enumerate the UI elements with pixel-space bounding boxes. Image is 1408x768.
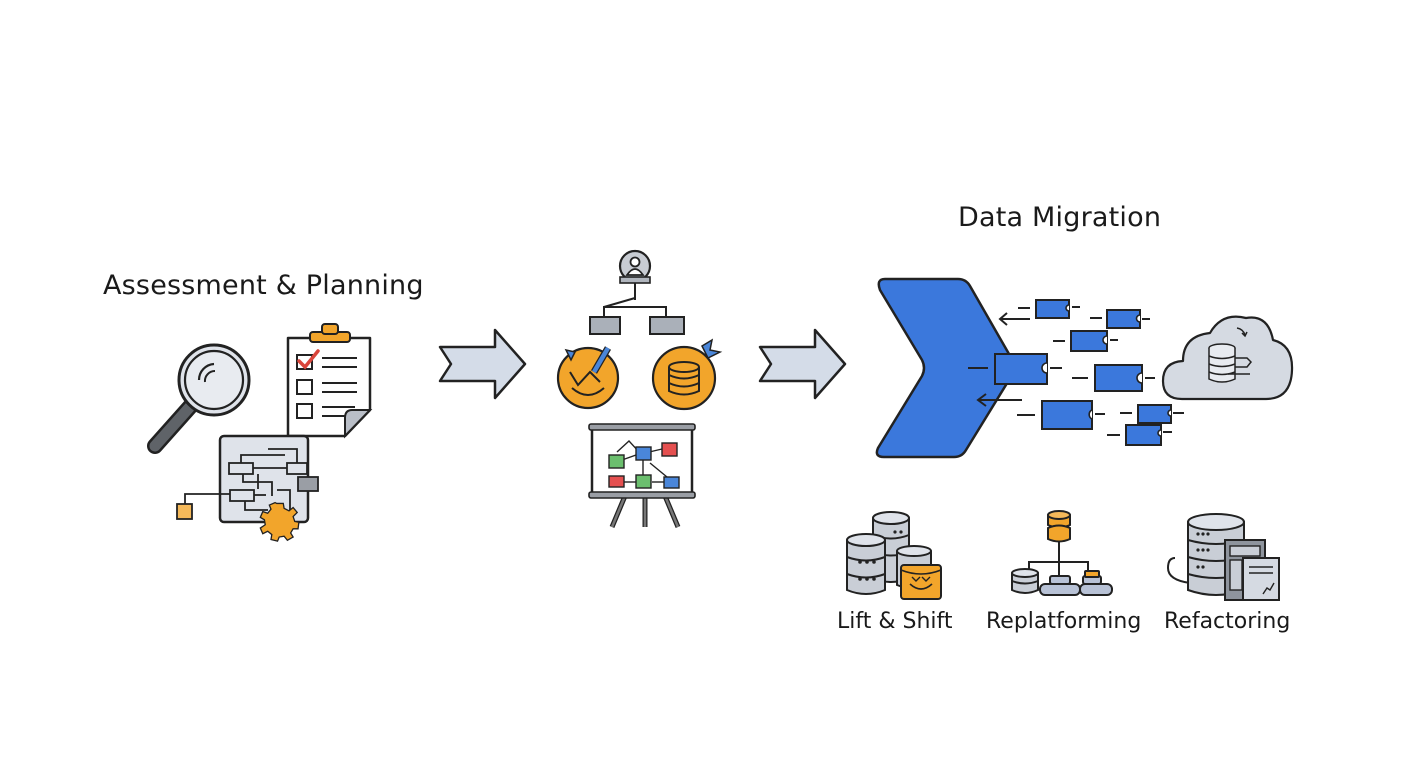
orange-target-icon [556,346,620,410]
presentation-board-icon [588,423,696,528]
flow-arrow-2 [758,328,847,400]
data-block-icons [968,299,1184,446]
strategy-label-lift-and-shift: Lift & Shift [837,609,953,634]
gear-icon [259,501,300,542]
checklist-clipboard-icon [286,323,373,439]
strategy-label-replatforming: Replatforming [986,609,1142,634]
flow-arrow-1 [438,328,527,400]
refactoring-icon [1166,513,1280,601]
org-chart-icon [589,249,685,335]
stage-title-assessment: Assessment & Planning [103,270,424,301]
cloud-database-icon [1161,315,1294,401]
lift-and-shift-icon [846,511,942,600]
migration-chevron-icon [875,277,1013,459]
magnifying-glass-icon [147,343,251,454]
return-arrows-icon [976,312,1030,407]
flowchart-board-icon [176,434,319,542]
orange-database-icon [651,338,723,411]
replatforming-icon [1011,510,1113,596]
stage-title-migration: Data Migration [958,202,1162,233]
strategy-label-refactoring: Refactoring [1164,609,1291,634]
